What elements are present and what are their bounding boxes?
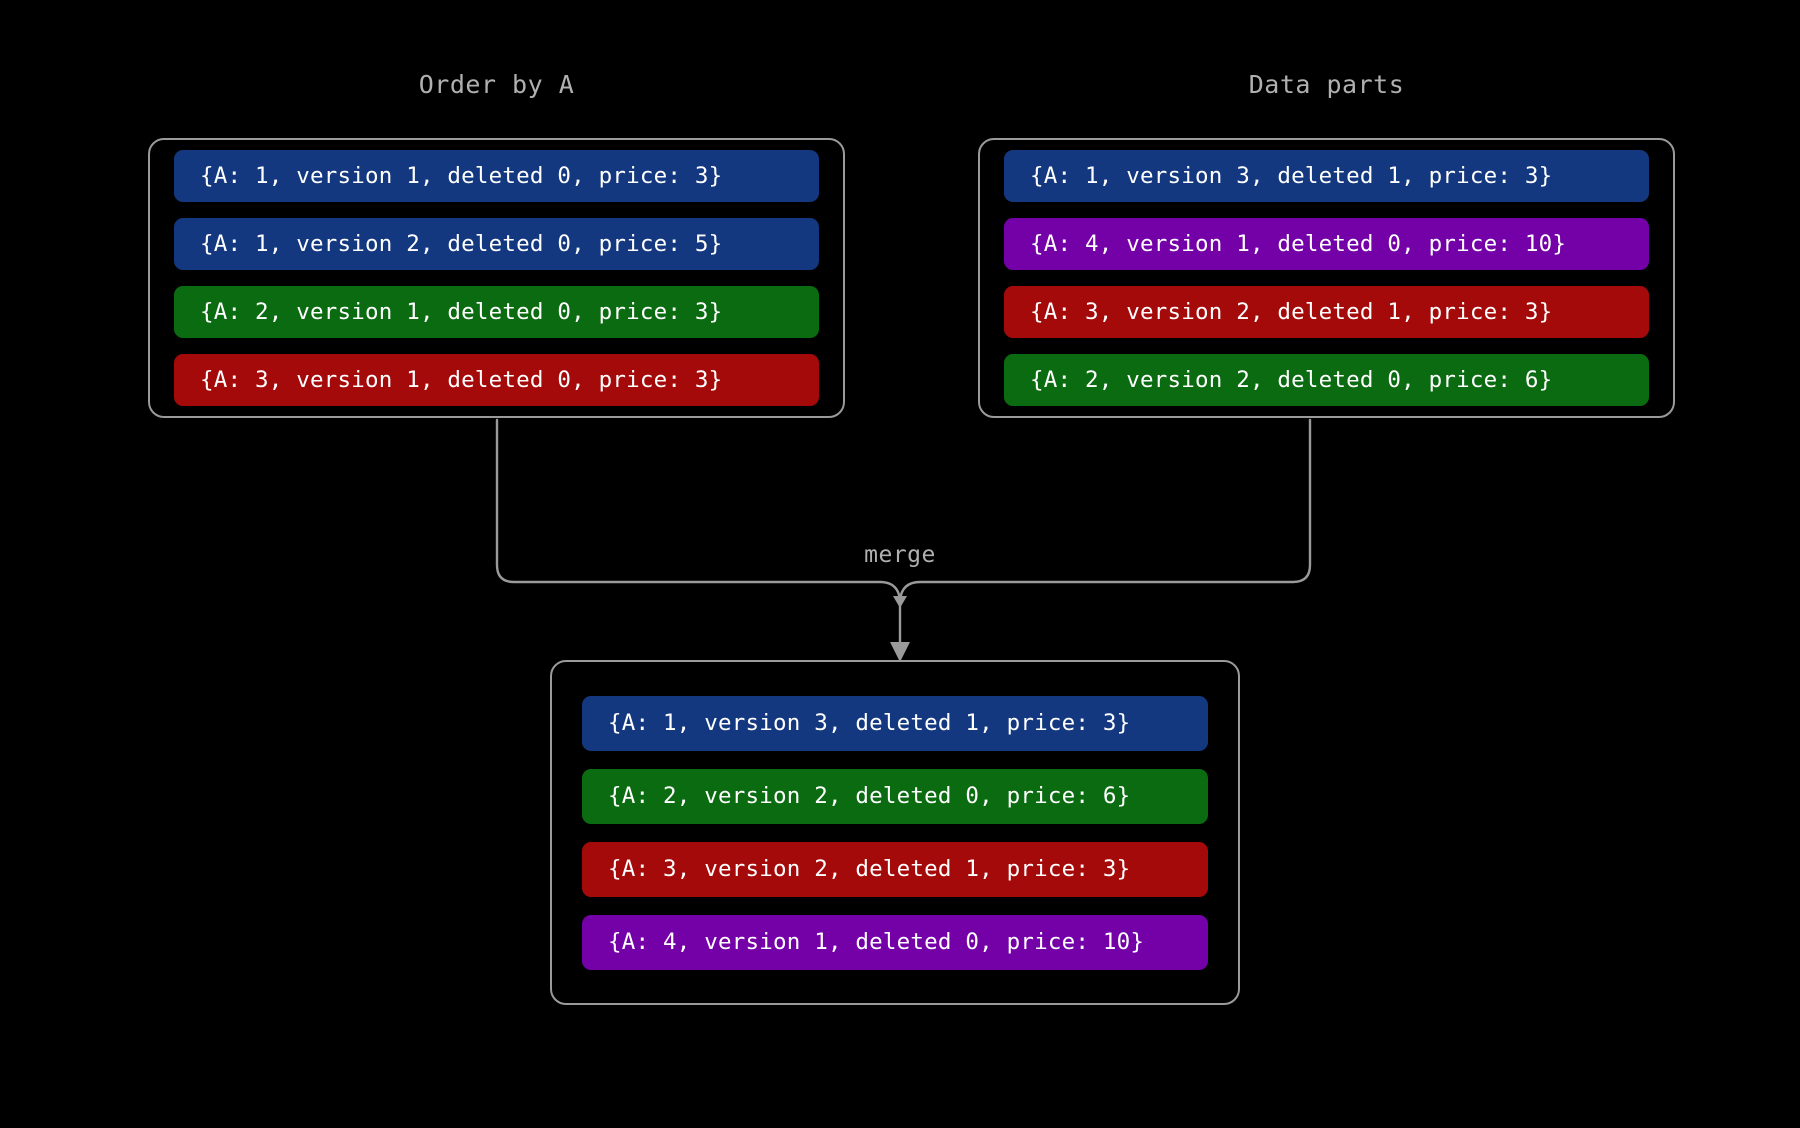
row-text: {A: 2, version 2, deleted 0, price: 6}: [608, 783, 1131, 809]
row-text: {A: 2, version 2, deleted 0, price: 6}: [1030, 367, 1553, 393]
row-text: {A: 1, version 3, deleted 1, price: 3}: [608, 710, 1131, 736]
merged-result-panel: {A: 1, version 3, deleted 1, price: 3} {…: [550, 660, 1240, 1005]
list-item[interactable]: {A: 3, version 2, deleted 1, price: 3}: [582, 841, 1208, 897]
row-text: {A: 4, version 1, deleted 0, price: 10}: [608, 929, 1145, 955]
row-text: {A: 2, version 1, deleted 0, price: 3}: [200, 299, 723, 325]
row-text: {A: 1, version 2, deleted 0, price: 5}: [200, 231, 723, 257]
connector-junction-icon: [893, 596, 907, 608]
list-item[interactable]: {A: 2, version 1, deleted 0, price: 3}: [174, 286, 819, 338]
data-parts-panel: {A: 1, version 3, deleted 1, price: 3} {…: [978, 138, 1675, 418]
list-item[interactable]: {A: 4, version 1, deleted 0, price: 10}: [1004, 218, 1649, 270]
arrow-head-icon: [890, 642, 910, 662]
list-item[interactable]: {A: 1, version 2, deleted 0, price: 5}: [174, 218, 819, 270]
list-item[interactable]: {A: 4, version 1, deleted 0, price: 10}: [582, 914, 1208, 970]
list-item[interactable]: {A: 2, version 2, deleted 0, price: 6}: [582, 768, 1208, 824]
row-text: {A: 3, version 2, deleted 1, price: 3}: [1030, 299, 1553, 325]
merged-row-list: {A: 1, version 3, deleted 1, price: 3} {…: [552, 695, 1238, 970]
merge-label: merge: [864, 542, 936, 568]
row-text: {A: 3, version 2, deleted 1, price: 3}: [608, 856, 1131, 882]
list-item[interactable]: {A: 3, version 1, deleted 0, price: 3}: [174, 354, 819, 406]
list-item[interactable]: {A: 3, version 2, deleted 1, price: 3}: [1004, 286, 1649, 338]
list-item[interactable]: {A: 1, version 1, deleted 0, price: 3}: [174, 150, 819, 202]
connector-right-path: [898, 418, 1312, 602]
data-parts-title: Data parts: [1248, 70, 1405, 99]
connector-left-path: [495, 418, 902, 602]
list-item[interactable]: {A: 1, version 3, deleted 1, price: 3}: [582, 695, 1208, 751]
list-item[interactable]: {A: 1, version 3, deleted 1, price: 3}: [1004, 150, 1649, 202]
row-text: {A: 1, version 3, deleted 1, price: 3}: [1030, 163, 1553, 189]
row-text: {A: 1, version 1, deleted 0, price: 3}: [200, 163, 723, 189]
order-by-a-row-list: {A: 1, version 1, deleted 0, price: 3} {…: [150, 150, 843, 406]
row-text: {A: 4, version 1, deleted 0, price: 10}: [1030, 231, 1567, 257]
data-parts-row-list: {A: 1, version 3, deleted 1, price: 3} {…: [980, 150, 1673, 406]
row-text: {A: 3, version 1, deleted 0, price: 3}: [200, 367, 723, 393]
order-by-a-title: Order by A: [418, 70, 575, 99]
order-by-a-panel: {A: 1, version 1, deleted 0, price: 3} {…: [148, 138, 845, 418]
list-item[interactable]: {A: 2, version 2, deleted 0, price: 6}: [1004, 354, 1649, 406]
